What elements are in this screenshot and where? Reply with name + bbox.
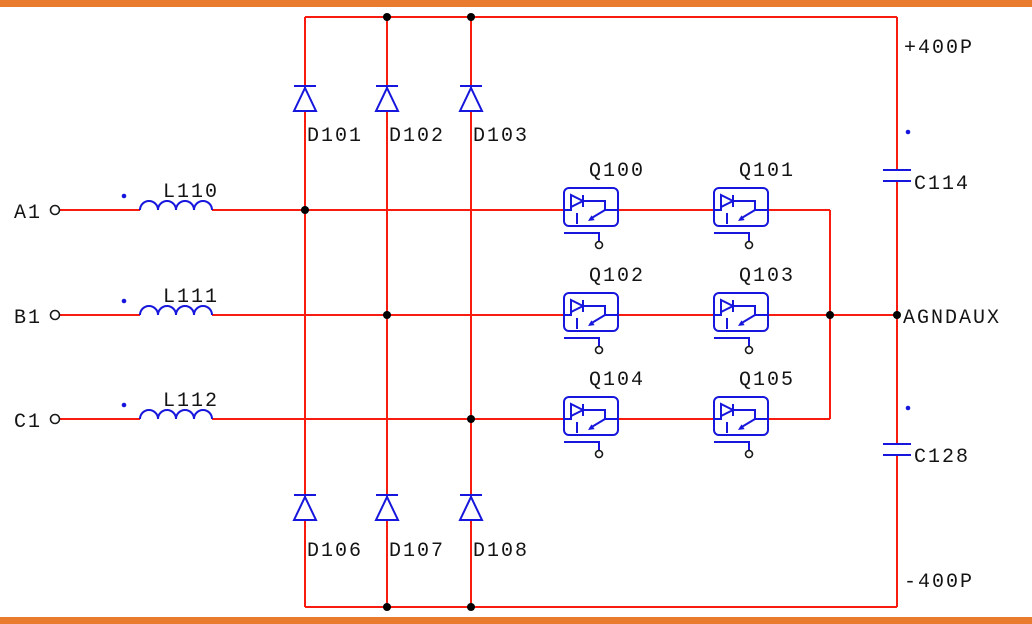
transistors: Q100 Q101 Q102 Q103 Q104 Q105 — [563, 160, 795, 459]
capacitor-symbol-c128 — [883, 443, 911, 456]
junction-dot — [383, 311, 391, 319]
capacitor-symbol-c114 — [883, 169, 911, 182]
transistor-label-q101: Q101 — [739, 160, 795, 183]
top-diodes: D101 D102 D103 — [293, 85, 529, 148]
transistor-symbol-q100 — [563, 187, 619, 250]
diode-label-d107: D107 — [389, 540, 445, 563]
transistor-label-q104: Q104 — [589, 369, 645, 392]
diode-symbol-d102 — [375, 85, 399, 112]
inductor-label-l110: L110 — [163, 181, 219, 204]
bottom-diodes: D106 D107 D108 — [293, 494, 529, 563]
top-border-bar — [0, 0, 1032, 7]
bottom-border-bar — [0, 617, 1032, 624]
diode-symbol-d107 — [375, 494, 399, 521]
transistor-symbol-q103 — [713, 292, 769, 355]
junction-dot — [383, 603, 391, 611]
polarity-dot — [905, 129, 911, 135]
capacitors: C114 C128 — [883, 129, 970, 469]
junction-dot — [467, 603, 475, 611]
transistor-symbol-q102 — [563, 292, 619, 355]
input-terminal-a1 — [49, 204, 61, 216]
junction-dots — [301, 13, 901, 611]
diode-label-d108: D108 — [473, 540, 529, 563]
transistor-symbol-q105 — [713, 396, 769, 459]
transistor-label-q103: Q103 — [739, 265, 795, 288]
dc-bus-wires — [305, 16, 898, 608]
negative-rail-label: -400P — [904, 571, 974, 594]
junction-dot — [893, 311, 901, 319]
junction-dot — [826, 311, 834, 319]
ground-rail-label: AGNDAUX — [903, 307, 1001, 330]
inductor-label-l112: L112 — [163, 390, 219, 413]
input-terminal-c1 — [49, 413, 61, 425]
input-terminal-b1 — [49, 309, 61, 321]
diode-symbol-d108 — [459, 494, 483, 521]
inductors: L110 L111 L112 — [120, 181, 219, 420]
transistor-symbol-q101 — [713, 187, 769, 250]
diode-label-d103: D103 — [473, 125, 529, 148]
phase-c-label: C1 — [14, 411, 42, 434]
junction-dot — [301, 206, 309, 214]
capacitor-label-c114: C114 — [914, 173, 970, 196]
input-terminals: A1 B1 C1 — [14, 202, 61, 434]
capacitor-label-c128: C128 — [914, 446, 970, 469]
transistor-label-q105: Q105 — [739, 369, 795, 392]
diode-label-d101: D101 — [307, 125, 363, 148]
phase-a-label: A1 — [14, 202, 42, 225]
transistor-label-q100: Q100 — [589, 160, 645, 183]
phase-b-label: B1 — [14, 307, 42, 330]
diode-symbol-d101 — [293, 85, 317, 112]
junction-dot — [467, 415, 475, 423]
polarity-dot — [905, 405, 911, 411]
inductor-label-l111: L111 — [163, 286, 219, 309]
transistor-symbol-q104 — [563, 396, 619, 459]
diode-label-d102: D102 — [389, 125, 445, 148]
diode-label-d106: D106 — [307, 540, 363, 563]
diode-symbol-d106 — [293, 494, 317, 521]
diode-symbol-d103 — [459, 85, 483, 112]
junction-dot — [467, 13, 475, 21]
junction-dot — [383, 13, 391, 21]
transistor-label-q102: Q102 — [589, 265, 645, 288]
rail-labels: +400P AGNDAUX -400P — [903, 37, 1001, 594]
positive-rail-label: +400P — [904, 37, 974, 60]
